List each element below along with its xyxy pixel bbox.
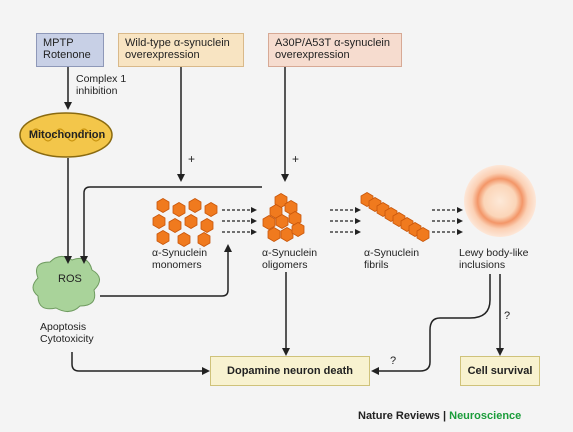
- journal-name: Nature Reviews |: [358, 410, 450, 422]
- mptp-rotenone-box: MPTP Rotenone: [36, 33, 104, 67]
- monomers-line-2: monomers: [152, 258, 202, 271]
- oligomers-cluster: [262, 193, 305, 242]
- wild-type-line-2: overexpression: [125, 49, 200, 61]
- complex1-line-2: inhibition: [76, 84, 118, 97]
- apoptosis-label: Apoptosis Cytotoxicity: [40, 321, 94, 345]
- plus-mutant: +: [292, 152, 300, 166]
- lewy-line-2: inclusions: [459, 258, 506, 271]
- mutant-line-1: A30P/A53T α-synuclein: [275, 37, 390, 49]
- plus-wild-type: +: [188, 152, 196, 166]
- complex1-line-1: Complex 1: [76, 73, 127, 85]
- monomers-line-1: α-Synuclein: [152, 247, 208, 259]
- oligomers-line-1: α-Synuclein: [262, 247, 318, 259]
- oligomers-label: α-Synuclein oligomers: [262, 247, 318, 271]
- arrow-oligomers-to-ros: [80, 186, 262, 264]
- question-survival: ?: [504, 310, 511, 322]
- cell-survival-box: Cell survival: [460, 356, 540, 386]
- mutant-line-2: overexpression: [275, 49, 350, 61]
- mitochondrion-shape: [19, 112, 113, 158]
- dashed-arrows-fibrils-lewy: [432, 207, 463, 235]
- mptp-line-2: Rotenone: [43, 49, 91, 61]
- fibrils-label: α-Synuclein fibrils: [364, 247, 420, 271]
- arrow-lewy-to-death: [371, 274, 491, 375]
- dashed-arrows-monomers-oligomers: [222, 207, 257, 235]
- arrow-ros-to-monomers: [100, 244, 232, 297]
- monomers-cluster: [152, 198, 218, 247]
- wild-type-line-1: Wild-type α-synuclein: [125, 37, 230, 49]
- lewy-body-shape: [464, 165, 536, 237]
- oligomers-line-2: oligomers: [262, 258, 308, 271]
- fibrils-line-2: fibrils: [364, 258, 389, 271]
- dashed-arrows-oligomers-fibrils: [330, 207, 361, 235]
- wild-type-box: Wild-type α-synuclein overexpression: [118, 33, 244, 67]
- question-death: ?: [390, 355, 397, 367]
- ros-label: ROS: [58, 273, 82, 285]
- lewy-line-1: Lewy body-like: [459, 247, 529, 259]
- apoptosis-line-2: Cytotoxicity: [40, 332, 94, 345]
- complex1-label: Complex 1 inhibition: [76, 73, 127, 97]
- journal-footer: Nature Reviews | Neuroscience: [358, 410, 521, 422]
- ros-shape: [32, 256, 100, 312]
- mptp-line-1: MPTP: [43, 37, 74, 49]
- mitochondrion-label: Mitochondrion: [28, 129, 106, 141]
- monomers-label: α-Synuclein monomers: [152, 247, 208, 271]
- journal-section: Neuroscience: [449, 410, 522, 422]
- arrow-apoptosis-to-death: [71, 352, 210, 375]
- lewy-label: Lewy body-like inclusions: [459, 247, 529, 271]
- fibrils-line-1: α-Synuclein: [364, 247, 420, 259]
- mutant-box: A30P/A53T α-synuclein overexpression: [268, 33, 402, 67]
- fibrils-chain: [360, 192, 430, 242]
- apoptosis-line-1: Apoptosis: [40, 321, 87, 333]
- dopamine-death-box: Dopamine neuron death: [210, 356, 370, 386]
